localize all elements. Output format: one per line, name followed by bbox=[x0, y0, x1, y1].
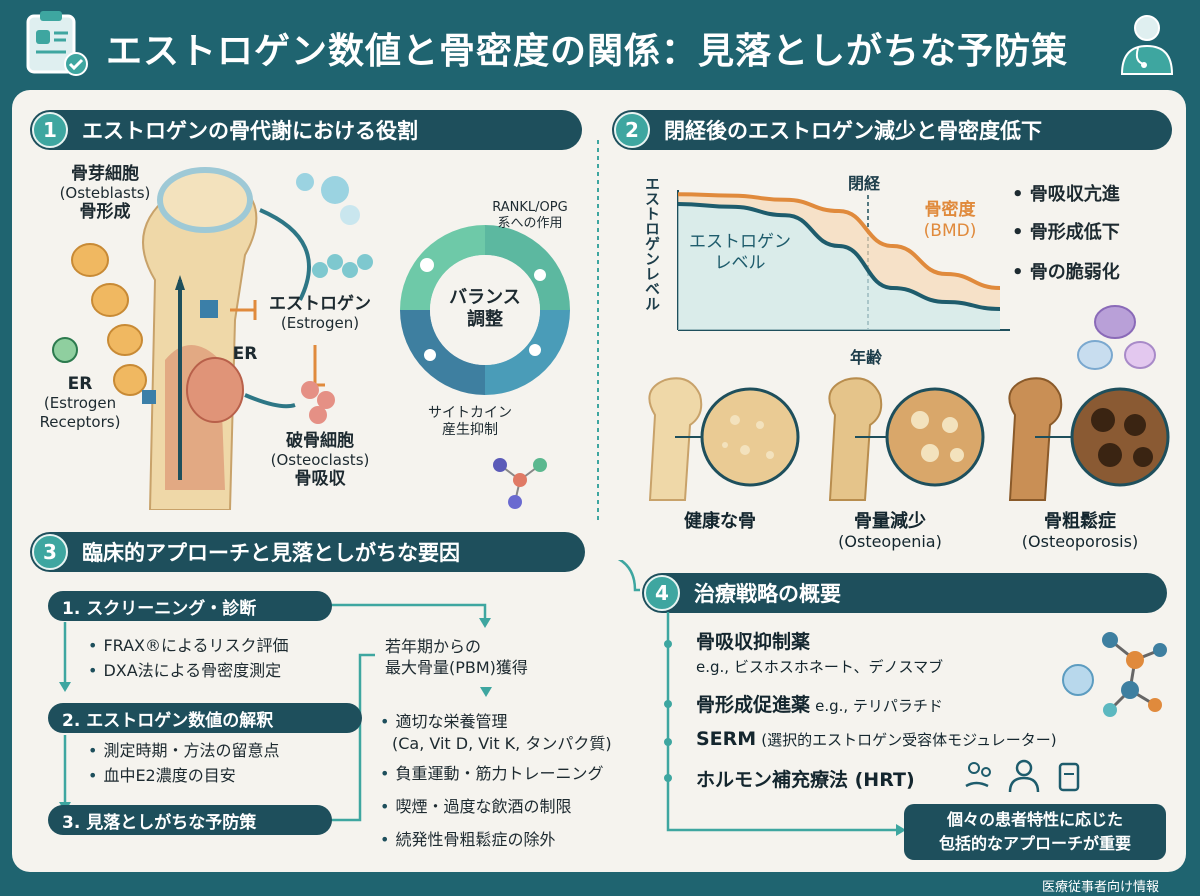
bmd-bullet-3: • 骨の脆弱化 bbox=[1012, 262, 1120, 283]
treatment-2: 骨形成促進薬 e.g., テリパラチド bbox=[696, 694, 943, 716]
bone-label-osteoporosis: 骨粗鬆症(Osteoporosis) bbox=[1021, 511, 1139, 552]
page-title: エストロゲン数値と骨密度の関係：見落としがちな予防策 bbox=[106, 31, 1069, 72]
section4-tree-lines bbox=[664, 612, 906, 836]
prevention-item-1-detail: (Ca, Vit D, Vit K, タンパク質) bbox=[392, 734, 612, 753]
prevention-item-4: 続発性骨粗鬆症の除外 bbox=[380, 829, 555, 851]
x-axis-label: 年齢 bbox=[850, 348, 883, 367]
section4-header: 4 治療戦略の概要 bbox=[642, 573, 1167, 613]
bone-label-osteopenia: 骨量減少(Osteopenia) bbox=[838, 511, 942, 552]
section1-header: 1 エストロゲンの骨代謝における役割 bbox=[30, 110, 582, 150]
estrogen-area bbox=[678, 204, 1000, 330]
treatment-4: ホルモン補充療法 (HRT) bbox=[696, 769, 915, 791]
footer-label: 医療従事者向け情報 bbox=[1042, 880, 1160, 895]
section1-title: エストロゲンの骨代謝における役割 bbox=[82, 119, 418, 143]
section4-number: 4 bbox=[644, 575, 680, 611]
bone-metabolism-illustration bbox=[52, 167, 547, 510]
step1-item-1: FRAX®によるリスク評価 bbox=[88, 635, 288, 657]
section2-title: 閉経後のエストロゲン減少と骨密度低下 bbox=[664, 119, 1042, 143]
doctor-small-icon bbox=[1008, 759, 1040, 793]
estrogen-label: エストロゲン(Estrogen) bbox=[269, 294, 371, 333]
cells-icon bbox=[1077, 305, 1156, 370]
step2-box: 2. エストロゲン数値の解釈 bbox=[48, 703, 362, 733]
section-divider bbox=[597, 140, 599, 520]
section2-number: 2 bbox=[614, 112, 650, 148]
osteoclast-label: 破骨細胞(Osteoclasts)骨吸収 bbox=[270, 431, 370, 489]
hand-pills-icon bbox=[965, 762, 991, 788]
estrogen-level-label: エストロゲンレベル bbox=[689, 232, 791, 273]
treatment-3: SERM (選択的エストロゲン受容体モジュレーター) bbox=[696, 728, 1057, 750]
section3-title: 臨床的アプローチと見落としがちな要因 bbox=[82, 541, 460, 565]
cycle-center-label: バランス調整 bbox=[449, 287, 521, 330]
clipboard-icon bbox=[22, 8, 92, 82]
section4-title: 治療戦略の概要 bbox=[694, 582, 841, 606]
estrogen-molecule-icon bbox=[312, 254, 373, 278]
bmd-bullet-2: • 骨形成低下 bbox=[1012, 222, 1120, 243]
estrogen-bmd-chart bbox=[677, 190, 1010, 331]
step2-item-2: 血中E2濃度の目安 bbox=[88, 765, 235, 787]
menopause-label: 閉経 bbox=[848, 174, 881, 193]
step1-box: 1. スクリーニング・診断 bbox=[48, 591, 332, 621]
bmd-label: 骨密度(BMD) bbox=[923, 200, 977, 241]
cytokine-label: サイトカイン産生抑制 bbox=[428, 405, 512, 438]
prevention-item-3: 喫煙・過度な飲酒の制限 bbox=[380, 796, 571, 818]
molecule-icon bbox=[1062, 632, 1167, 717]
osteoblast-label: 骨芽細胞(Osteblasts)骨形成 bbox=[59, 164, 151, 222]
bone-comparison bbox=[648, 377, 1170, 501]
step2-item-1: 測定時期・方法の留意点 bbox=[88, 740, 279, 762]
hrt-icons bbox=[965, 759, 1080, 793]
balance-cycle-diagram bbox=[400, 225, 570, 395]
section3-flow-lines bbox=[59, 560, 640, 822]
step3-box: 3. 見落としがちな予防策 bbox=[48, 805, 332, 835]
prevention-item-1: 適切な栄養管理 bbox=[380, 711, 507, 733]
estrogen-line bbox=[677, 202, 1001, 311]
section1-number: 1 bbox=[32, 112, 68, 148]
bmd-line bbox=[677, 192, 1001, 290]
medicine-bottle-icon bbox=[1058, 762, 1080, 792]
step1-item-2: DXA法による骨密度測定 bbox=[88, 660, 281, 682]
section3-number: 3 bbox=[32, 534, 68, 570]
bmd-area bbox=[678, 194, 1000, 309]
section2-header: 2 閉経後のエストロゲン減少と骨密度低下 bbox=[612, 110, 1172, 150]
summary-note: 個々の患者特性に応じた包括的なアプローチが重要 bbox=[904, 804, 1166, 860]
prevention-item-2: 負重運動・筋力トレーニング bbox=[380, 763, 603, 785]
bone-label-healthy: 健康な骨 bbox=[684, 511, 756, 532]
pbm-text: 若年期からの最大骨量(PBM)獲得 bbox=[385, 637, 528, 677]
doctor-icon bbox=[1112, 8, 1182, 82]
y-axis-label: エストロゲンレベル bbox=[643, 176, 661, 311]
section3-header: 3 臨床的アプローチと見落としがちな要因 bbox=[30, 532, 585, 572]
er-small-label: ER bbox=[232, 344, 258, 364]
bmd-bullet-1: • 骨吸収亢進 bbox=[1012, 184, 1120, 205]
